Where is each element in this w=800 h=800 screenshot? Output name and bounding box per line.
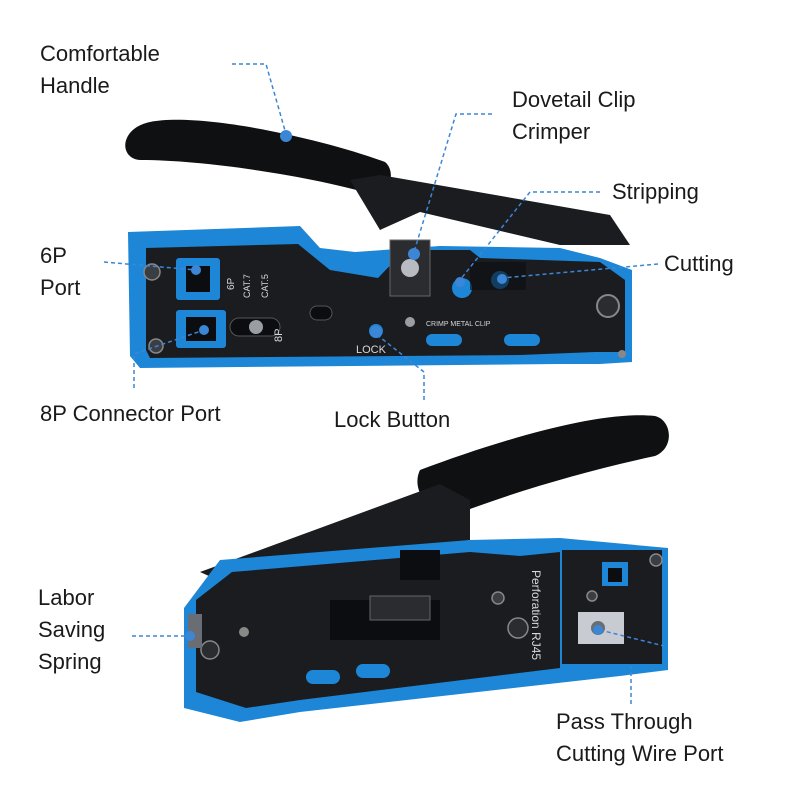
tool-lock-text: LOCK [356,344,387,356]
screw-icon [491,591,505,605]
pointer-dot [199,325,209,335]
callout-pointers [103,63,665,704]
callout-line: Stripping [612,179,699,204]
pointer-6p-port [103,261,197,271]
callout-stripping: Stripping [612,176,699,208]
pointer-dot [593,625,603,635]
pointer-cutting [501,263,659,279]
callout-line: Dovetail Clip [512,87,636,112]
tool-crimp-text: CRIMP METAL CLIP [426,321,491,328]
callout-line: Saving [38,617,106,642]
tool-label-6p: 6P [226,277,237,290]
screw-icon [200,640,220,660]
callout-line: Pass Through [556,709,693,734]
callout-line: 6P [40,243,67,268]
pointer-dots [185,130,603,641]
callout-pass-through-cutting-wire-port: Pass Through Cutting Wire Port [556,706,724,770]
top-crimper-tool: 6P CAT.7 CAT.5 8P LOCK CRIMP METAL CLIP [125,119,632,368]
pointer-dot [185,631,195,641]
callout-line: Cutting [664,251,734,276]
bottom-handle-grip [417,415,669,514]
callout-line: Labor [38,585,95,610]
pointer-dot [455,277,465,287]
callout-line: Comfortable [40,41,160,66]
tool-label-cat7: CAT.7 [242,274,252,298]
callout-line: Crimper [512,119,591,144]
screw-icon [586,590,598,602]
callout-line: 8P Connector Port [40,401,221,426]
callout-line: Cutting Wire Port [556,741,724,766]
screw-icon [143,263,161,281]
tool-label-cat5: CAT.5 [260,274,270,298]
pointer-dot [280,130,292,142]
pointer-comfortable-handle [232,63,287,135]
screw-icon [618,350,626,358]
top-handle-grip [125,119,391,196]
screw-icon [507,617,529,639]
pointer-dot [191,265,201,275]
callout-line: Spring [38,649,102,674]
pointer-dovetail [413,113,492,253]
callout-line: Lock Button [334,407,451,432]
callout-6p-port: 6P Port [40,240,80,304]
callout-8p-connector-port: 8P Connector Port [40,398,221,430]
pointer-dot [497,274,507,284]
callout-line: Handle [40,73,110,98]
callout-line: Port [40,275,81,300]
screw-icon [596,294,620,318]
callout-cutting: Cutting [664,248,734,280]
callout-dovetail-clip-crimper: Dovetail Clip Crimper [512,84,636,148]
screw-icon [649,553,663,567]
pointer-lock-button [375,333,425,400]
callout-lock-button: Lock Button [334,404,450,436]
labor-saving-spring [188,614,202,648]
tool-perforation-text: Perforation RJ45 [529,570,543,660]
top-lever-arm [350,175,630,245]
pointer-dot [408,248,420,260]
pointer-pass-through-tail [599,629,665,647]
callout-labor-saving-spring: Labor Saving Spring [38,582,105,678]
bottom-crimper-tool: Perforation RJ45 [184,415,669,722]
pointer-stripping [459,191,600,281]
tool-label-8p: 8P [273,329,285,342]
pointer-dot [370,326,382,338]
screw-icon [239,627,249,637]
callout-comfortable-handle: Comfortable Handle [40,38,160,102]
